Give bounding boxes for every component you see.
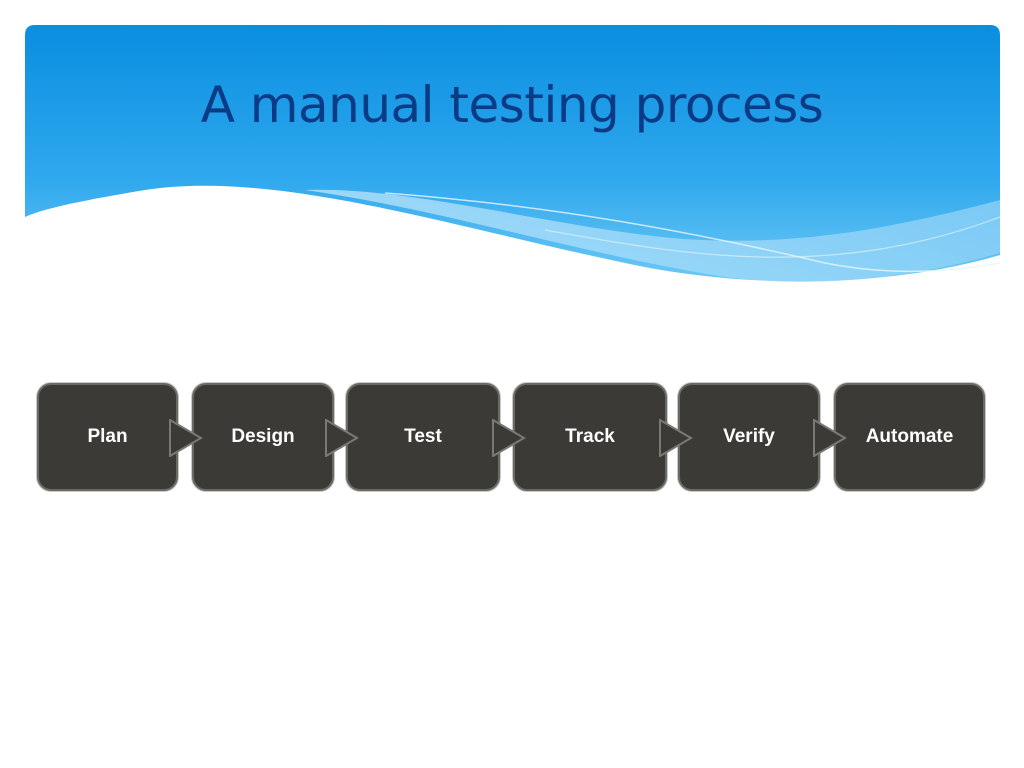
step-design: Design <box>192 383 334 491</box>
step-label: Design <box>231 426 295 447</box>
triangle-arrow-right-icon <box>659 419 693 457</box>
step-verify: Verify <box>678 383 820 491</box>
step-label: Automate <box>865 426 954 447</box>
triangle-arrow-right-icon <box>169 419 203 457</box>
step-label: Test <box>404 426 442 447</box>
step-label: Track <box>565 426 615 447</box>
step-plan: Plan <box>37 383 178 491</box>
wave-banner-background <box>25 25 1000 282</box>
triangle-arrow-right-icon <box>325 419 359 457</box>
step-label: Verify <box>723 426 775 447</box>
triangle-arrow-right-icon <box>492 419 526 457</box>
slide-title: A manual testing process <box>200 76 824 134</box>
step-test: Test <box>346 383 500 491</box>
step-track: Track <box>513 383 667 491</box>
title-banner <box>25 25 1000 287</box>
triangle-arrow-right-icon <box>813 419 847 457</box>
step-automate: Automate <box>834 383 985 491</box>
step-label: Plan <box>87 426 128 447</box>
process-flow: Plan Design Test Track Verify Automate <box>37 383 987 493</box>
